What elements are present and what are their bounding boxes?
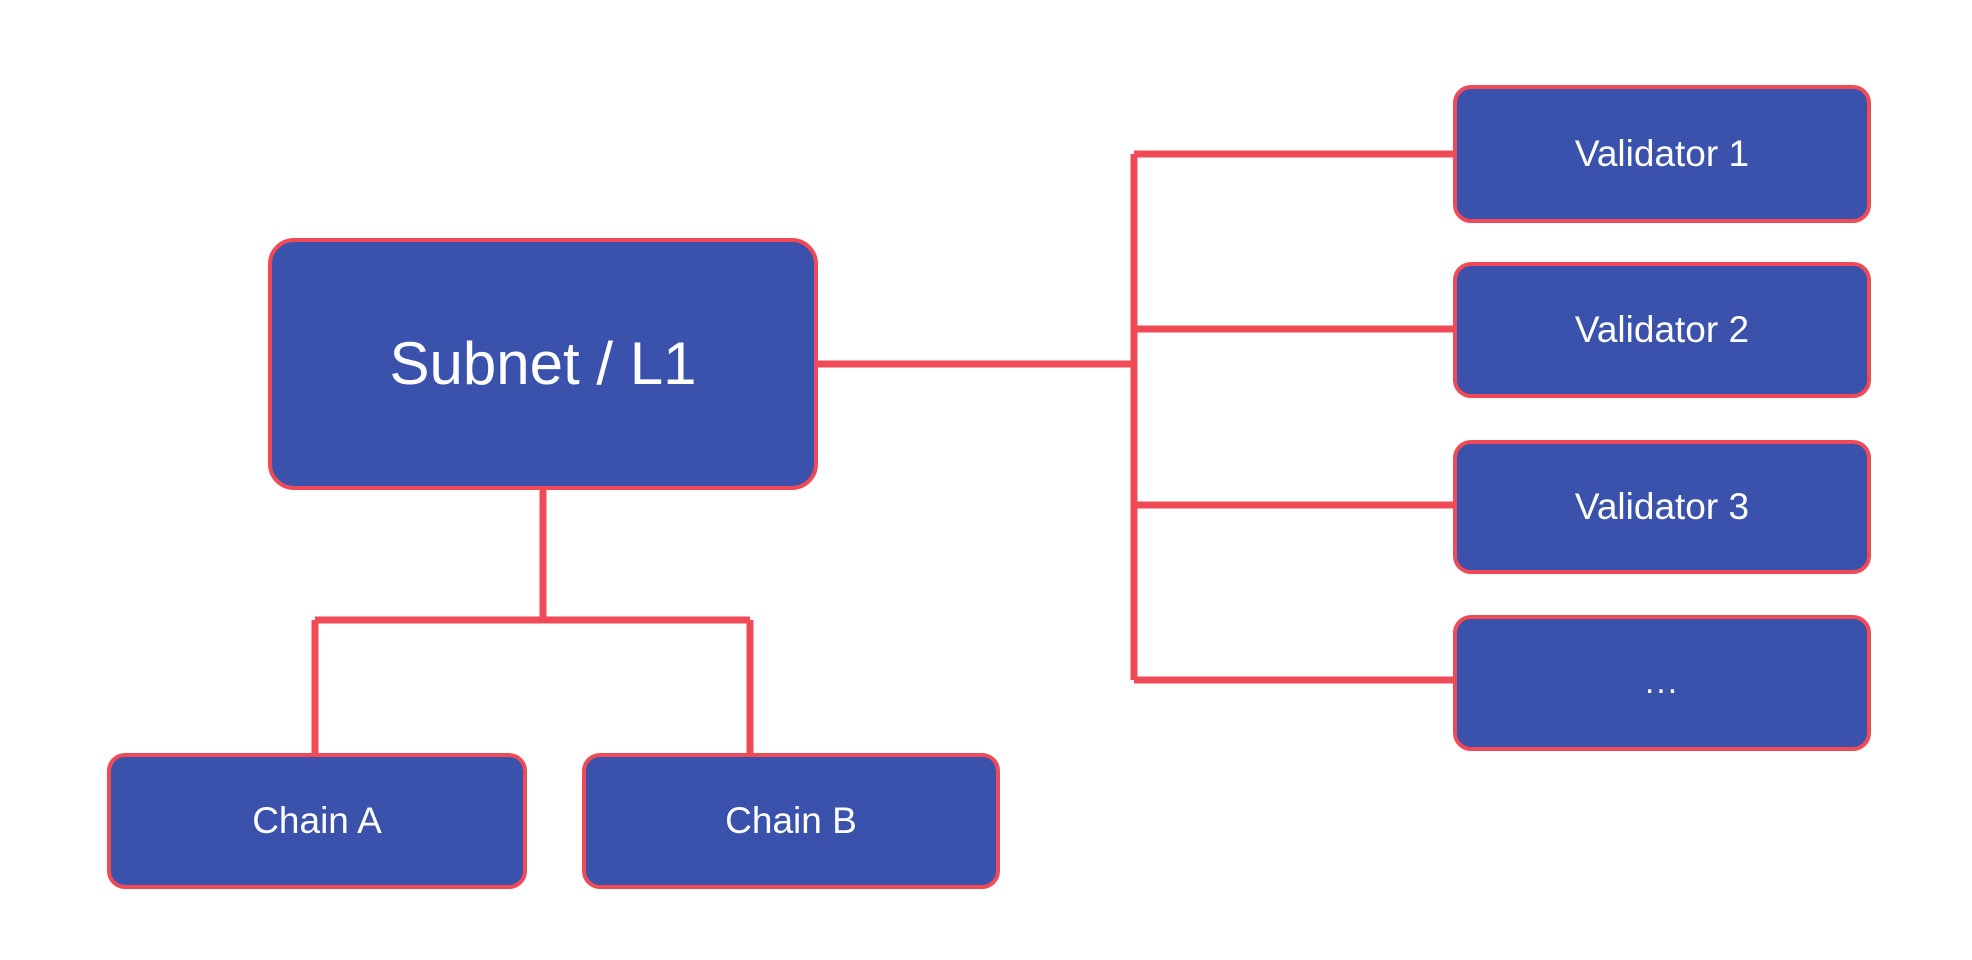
node-chain-a-label: Chain A (252, 799, 382, 841)
node-chain-b[interactable]: Chain B (582, 753, 1000, 889)
node-validator-2[interactable]: Validator 2 (1453, 262, 1871, 398)
node-validator-2-label: Validator 2 (1574, 308, 1750, 350)
node-chain-b-label: Chain B (725, 799, 857, 841)
node-validator-3[interactable]: Validator 3 (1453, 440, 1871, 574)
node-validator-ellipsis-label: ... (1644, 663, 1680, 702)
node-validator-1[interactable]: Validator 1 (1453, 85, 1871, 223)
node-validator-ellipsis[interactable]: ... (1453, 615, 1871, 751)
node-validator-3-label: Validator 3 (1574, 485, 1750, 527)
node-validator-1-label: Validator 1 (1574, 132, 1750, 174)
node-chain-a[interactable]: Chain A (107, 753, 527, 889)
node-subnet-l1[interactable]: Subnet / L1 (268, 238, 818, 490)
node-subnet-l1-label: Subnet / L1 (389, 330, 697, 397)
